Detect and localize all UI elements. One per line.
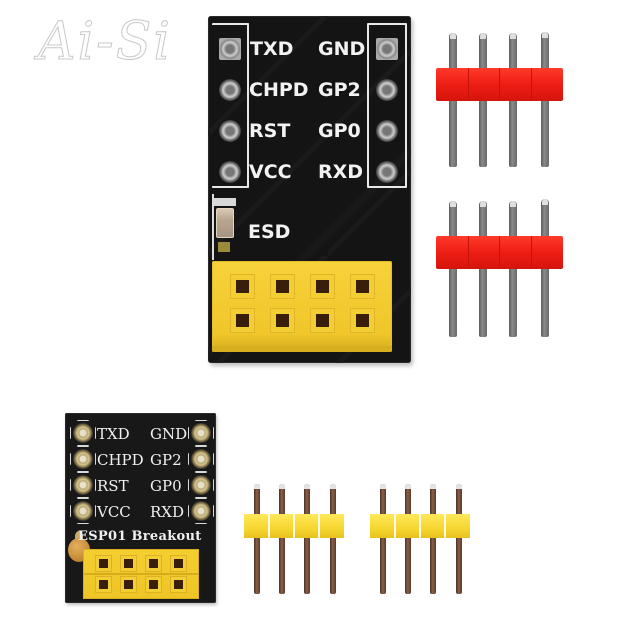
- capacitor-lead: [75, 531, 83, 541]
- red-plastic-spacer: [436, 68, 563, 101]
- label-rxd: RXD: [318, 161, 364, 183]
- label-gp2: GP2: [150, 451, 182, 469]
- red-pin-header-1: [436, 30, 566, 170]
- yellow-plastic-spacer: [244, 514, 344, 538]
- socket-hole: [355, 314, 369, 328]
- socket-hole: [315, 314, 329, 328]
- pad-outline: [70, 472, 96, 498]
- socket-hole: [149, 580, 158, 589]
- socket-hole: [235, 314, 249, 328]
- pad-outline: [188, 498, 214, 524]
- pad-gnd: [191, 423, 211, 443]
- label-gp2: GP2: [318, 79, 361, 101]
- pad-vcc: [219, 161, 241, 183]
- socket-hole: [235, 279, 249, 293]
- esd-component: [212, 194, 236, 264]
- header-pin: [380, 484, 386, 594]
- header-pin: [456, 484, 462, 594]
- pad-chpd: [219, 79, 241, 101]
- yellow-plastic-spacer: [370, 514, 470, 538]
- left-pin-frame: [212, 23, 249, 188]
- red-plastic-spacer: [436, 236, 563, 269]
- pad-outline: [188, 472, 214, 498]
- yellow-pin-header-1: [244, 484, 344, 596]
- yellow-pin-header-2: [370, 484, 470, 596]
- pad-vcc: [73, 501, 93, 521]
- label-rxd: RXD: [150, 503, 184, 521]
- socket-hole: [149, 559, 158, 568]
- pad-txd: [73, 423, 93, 443]
- header-pin: [330, 484, 336, 594]
- socket-hole: [275, 279, 289, 293]
- esp01-breakout-board-small: TXD CHPD RST VCC GND GP2 GP0 RXD ESP01 B…: [65, 413, 216, 603]
- socket-hole: [124, 559, 133, 568]
- esp01-adapter-board-main: TXD CHPD RST VCC GND GP2 GP0 RXD ESD: [208, 16, 411, 363]
- label-txd: TXD: [250, 38, 294, 60]
- pad-outline: [188, 420, 214, 446]
- header-pin: [279, 484, 285, 594]
- watermark: Ai-Si: [37, 12, 173, 73]
- socket-hole: [99, 580, 108, 589]
- board-title: ESP01 Breakout: [78, 529, 202, 544]
- pad-gnd: [376, 38, 398, 60]
- label-vcc: VCC: [97, 503, 131, 521]
- pad-rxd: [376, 161, 398, 183]
- label-chpd: CHPD: [249, 79, 309, 101]
- header-pin: [479, 201, 487, 337]
- pad-outline: [70, 498, 96, 524]
- pad-outline: [188, 446, 214, 472]
- female-socket-2x4: [83, 549, 199, 599]
- label-gnd: GND: [318, 38, 366, 60]
- pad-txd: [219, 38, 241, 60]
- esd-label: ESD: [248, 221, 291, 243]
- header-pin: [254, 484, 260, 594]
- socket-hole: [355, 279, 369, 293]
- label-rst: RST: [97, 477, 129, 495]
- label-gp0: GP0: [150, 477, 182, 495]
- pad-gp0: [191, 475, 211, 495]
- socket-hole: [275, 314, 289, 328]
- socket-hole: [99, 559, 108, 568]
- pad-outline: [70, 420, 96, 446]
- header-pin: [449, 201, 457, 337]
- socket-hole: [315, 279, 329, 293]
- label-rst: RST: [249, 120, 291, 142]
- socket-hole: [174, 580, 183, 589]
- pad-rst: [73, 475, 93, 495]
- pad-chpd: [73, 449, 93, 469]
- label-vcc: VCC: [249, 161, 292, 183]
- socket-hole: [174, 559, 183, 568]
- right-pin-frame: [367, 23, 407, 188]
- pad-gp0: [376, 120, 398, 142]
- pad-rst: [219, 120, 241, 142]
- red-pin-header-2: [436, 198, 566, 340]
- pad-gp2: [191, 449, 211, 469]
- label-chpd: CHPD: [97, 451, 144, 469]
- header-pin: [304, 484, 310, 594]
- female-socket-2x4: [212, 261, 392, 352]
- socket-hole: [124, 580, 133, 589]
- header-pin: [405, 484, 411, 594]
- pad-outline: [70, 446, 96, 472]
- smd-capacitor: [216, 208, 234, 238]
- label-gp0: GP0: [318, 120, 361, 142]
- pad-rxd: [191, 501, 211, 521]
- header-pin: [509, 201, 517, 337]
- label-txd: TXD: [97, 425, 130, 443]
- pad-gp2: [376, 79, 398, 101]
- header-pin: [430, 484, 436, 594]
- label-gnd: GND: [150, 425, 188, 443]
